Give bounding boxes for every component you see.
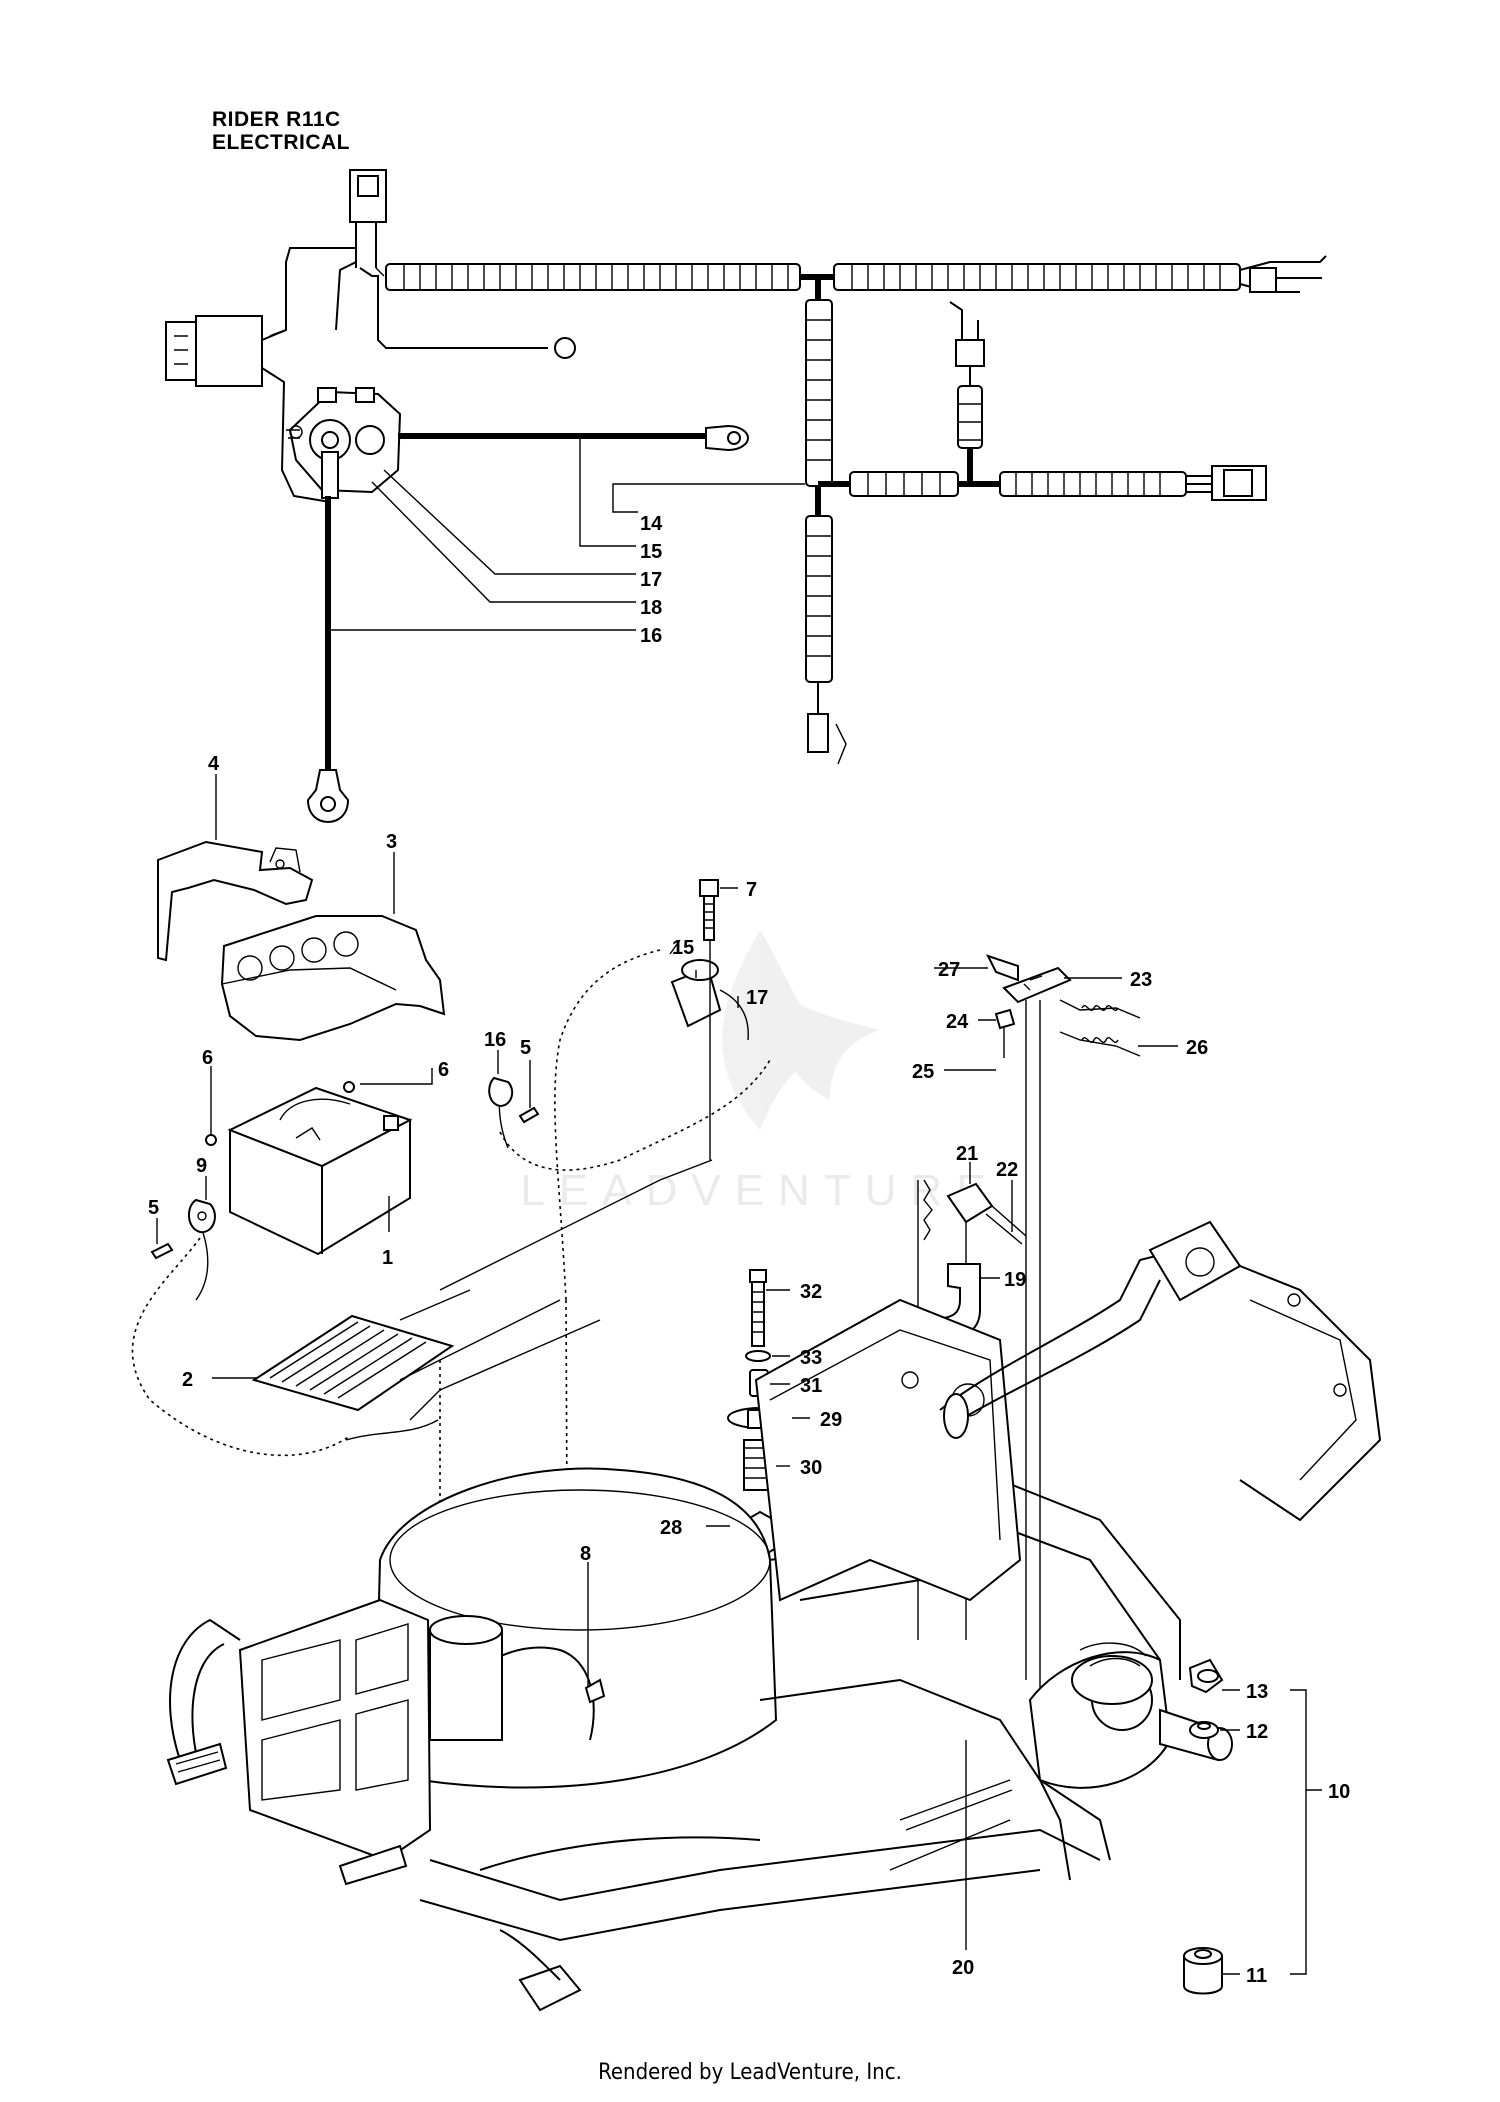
bolt-5-left xyxy=(150,1242,174,1260)
callout-31: 31 xyxy=(800,1375,822,1397)
callout-20: 20 xyxy=(952,1957,974,1979)
bushing-kit xyxy=(1183,1658,1224,1995)
cable-route-15 xyxy=(554,949,661,1301)
battery xyxy=(205,1081,413,1256)
callout-2: 2 xyxy=(182,1369,193,1391)
callout-14: 14 xyxy=(640,513,663,535)
diagram-title-model: RIDER R11C xyxy=(212,108,341,131)
battery-tray xyxy=(251,1314,455,1412)
callout-10: 10 xyxy=(1328,1781,1350,1803)
battery-cover xyxy=(220,915,446,1042)
callout-17-harness: 17 xyxy=(640,569,662,591)
callout-16-harness: 16 xyxy=(640,625,662,647)
callout-5-left: 5 xyxy=(148,1197,159,1219)
bolt-5-right xyxy=(518,1106,540,1124)
callout-13: 13 xyxy=(1246,1681,1268,1703)
harness-conduit-vertical xyxy=(805,277,847,765)
seat-switch-assembly xyxy=(986,954,1141,1700)
callout-21: 21 xyxy=(956,1143,978,1165)
bolt-7 xyxy=(699,879,719,941)
callout-3: 3 xyxy=(386,831,397,853)
callout-30: 30 xyxy=(800,1457,822,1479)
callout-8: 8 xyxy=(580,1543,591,1565)
relay-17-lower xyxy=(669,939,749,1041)
callout-12: 12 xyxy=(1246,1721,1268,1743)
callout-11: 11 xyxy=(1246,1965,1267,1987)
callout-6-right: 6 xyxy=(438,1059,449,1081)
callout-23: 23 xyxy=(1130,969,1152,991)
callout-25: 25 xyxy=(912,1061,934,1083)
callout-32: 32 xyxy=(800,1281,822,1303)
callout-16-lower: 16 xyxy=(484,1029,506,1051)
callout-33: 33 xyxy=(800,1347,822,1369)
callout-17-lower: 17 xyxy=(746,987,768,1009)
callout-27: 27 xyxy=(938,959,960,981)
ring-terminal-a xyxy=(554,337,576,359)
callout-1: 1 xyxy=(382,1247,393,1269)
nut-8 xyxy=(584,1678,606,1704)
callout-19: 19 xyxy=(1004,1269,1026,1291)
watermark-text: LEADVENTURE xyxy=(520,1166,999,1215)
callout-24: 24 xyxy=(946,1011,969,1033)
callout-26: 26 xyxy=(1186,1037,1208,1059)
callout-6-left: 6 xyxy=(202,1047,213,1069)
cable-route-9 xyxy=(131,1237,351,1457)
footer-credit: Rendered by LeadVenture, Inc. xyxy=(598,2060,902,2085)
callout-29: 29 xyxy=(820,1409,842,1431)
callout-leaders xyxy=(156,436,1322,1975)
callout-22: 22 xyxy=(996,1159,1018,1181)
callout-4: 4 xyxy=(208,753,220,775)
callout-7: 7 xyxy=(746,879,757,901)
callout-28: 28 xyxy=(660,1517,682,1539)
battery-hold-down-bracket xyxy=(157,840,314,962)
solenoid xyxy=(286,387,402,499)
wiring-harness xyxy=(165,169,1327,824)
diagram-title-section: ELECTRICAL xyxy=(212,131,350,154)
callout-numbers: 14 15 17 18 16 4 3 7 15 17 5 16 6 6 9 5 … xyxy=(148,513,1350,1987)
harness-branch-right xyxy=(818,301,1267,501)
diagram-title: RIDER R11C ELECTRICAL xyxy=(212,108,350,154)
callout-18: 18 xyxy=(640,597,662,619)
callout-9: 9 xyxy=(196,1155,207,1177)
watermark-logo xyxy=(722,930,880,1130)
cable-route-16 xyxy=(499,1059,771,1171)
harness-conduit-top xyxy=(385,255,1327,293)
callout-15-harness: 15 xyxy=(640,541,662,563)
callout-15-lower: 15 xyxy=(672,937,694,959)
chassis-frame xyxy=(166,1220,1382,2012)
callout-5-right: 5 xyxy=(520,1037,531,1059)
